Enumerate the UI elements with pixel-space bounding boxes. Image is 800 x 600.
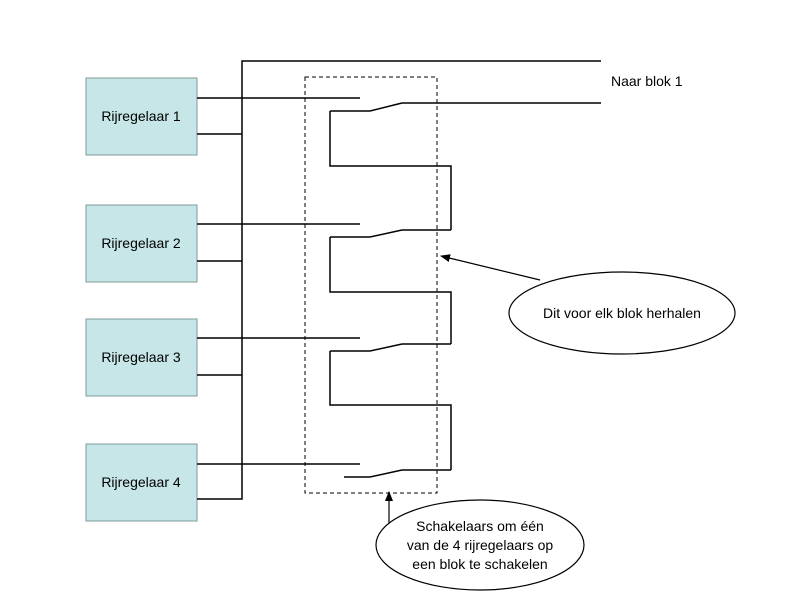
controller-3-label: Rijregelaar 3 [101, 349, 181, 365]
controller-4-label: Rijregelaar 4 [101, 474, 181, 490]
controller-wires [197, 97, 360, 465]
callout-switches-line2: van de 4 rijregelaars op [407, 537, 554, 553]
controller-3-box [85, 318, 198, 397]
switch-chain [329, 102, 601, 478]
callout-repeat-arrow [440, 254, 541, 281]
controller-1-box [85, 77, 198, 156]
output-label: Naar blok 1 [611, 73, 683, 89]
callout-switches: Schakelaars om één van de 4 rijregelaars… [375, 491, 585, 591]
controller-2-box [85, 204, 198, 283]
callout-repeat-text: Dit voor elk blok herhalen [543, 305, 701, 321]
controller-4: Rijregelaar 4 [85, 443, 198, 522]
callout-switches-ellipse [375, 499, 585, 591]
switch-group-enclosure [304, 76, 438, 494]
callout-switches-line3: een blok te schakelen [412, 556, 547, 572]
controller-3: Rijregelaar 3 [85, 318, 198, 397]
controller-2: Rijregelaar 2 [85, 204, 198, 283]
controller-4-box [85, 443, 198, 522]
callout-repeat: Dit voor elk blok herhalen [440, 254, 736, 355]
callout-switches-line1: Schakelaars om één [416, 518, 544, 534]
common-bus [197, 60, 601, 500]
controller-1: Rijregelaar 1 [85, 77, 198, 156]
controller-1-label: Rijregelaar 1 [101, 108, 181, 124]
controller-2-label: Rijregelaar 2 [101, 235, 181, 251]
callout-repeat-ellipse [508, 271, 736, 355]
